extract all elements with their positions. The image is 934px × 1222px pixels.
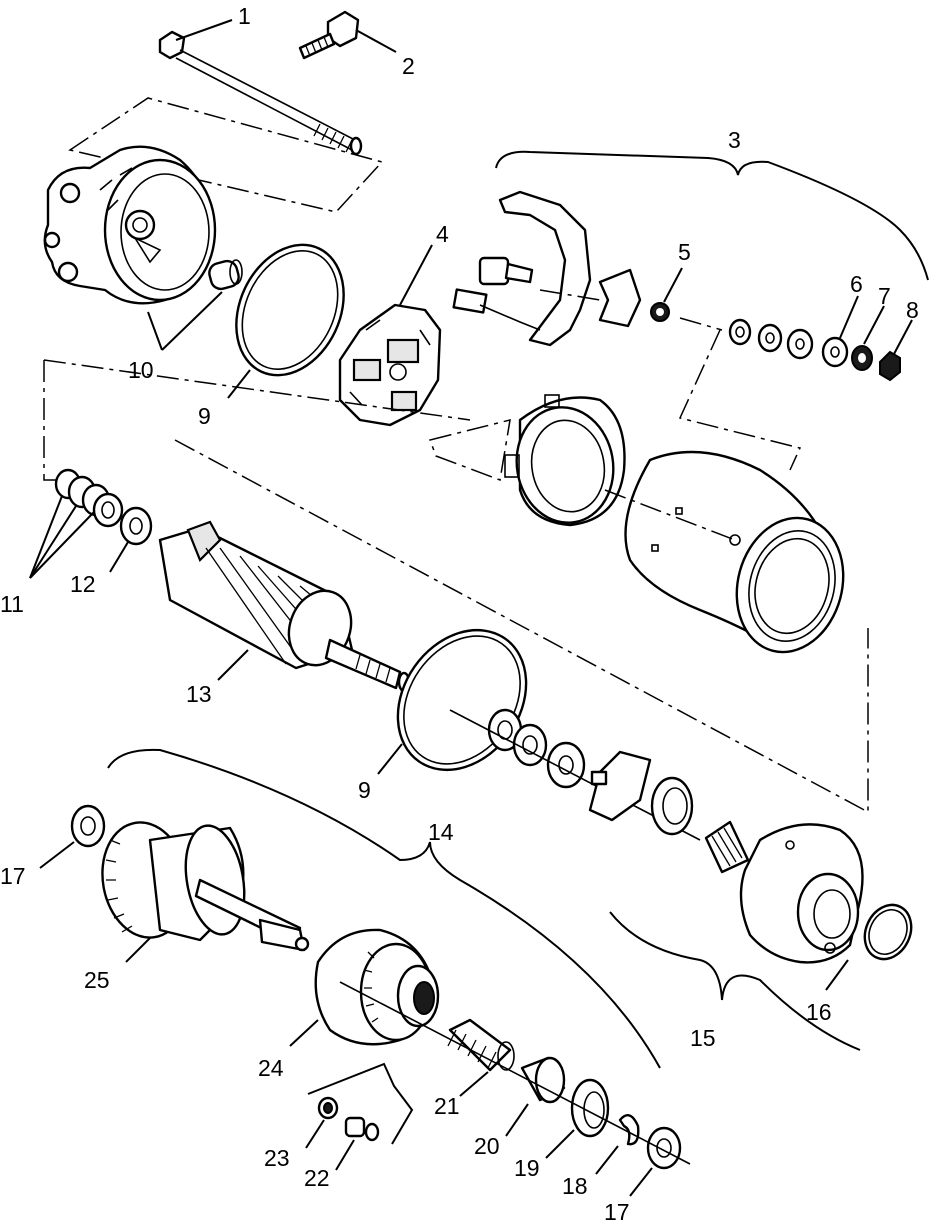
callout-22: 22 (304, 1165, 330, 1191)
part-rear-end-frame (43, 145, 243, 305)
callout-11: 11 (0, 591, 24, 617)
part-spring-21 (447, 1018, 515, 1072)
callout-25: 25 (84, 967, 110, 993)
callout-17-left: 17 (0, 863, 26, 889)
part-through-bolt (158, 30, 363, 156)
part-nut-5 (650, 302, 670, 322)
part-washer-12 (119, 506, 153, 546)
part-thrust-washers (487, 708, 586, 789)
callout-18: 18 (562, 1173, 588, 1199)
part-screw (298, 10, 360, 60)
part-o-ring-lower (396, 628, 528, 772)
callout-20: 20 (474, 1133, 500, 1159)
part-clip-18 (618, 1114, 640, 1146)
part-o-ring-upper (235, 243, 345, 377)
callout-16: 16 (806, 999, 832, 1025)
callout-23: 23 (264, 1145, 290, 1171)
part-pinion-gear-shaft (101, 821, 310, 952)
callout-5: 5 (678, 239, 691, 265)
part-spring-washers (54, 468, 124, 528)
part-overrunning-clutch (314, 928, 440, 1046)
callout-15: 15 (690, 1025, 716, 1051)
callout-3: 3 (728, 127, 741, 153)
part-commutator-end-ring (504, 394, 626, 527)
part-washer-23 (317, 1096, 339, 1120)
callout-10: 10 (128, 357, 154, 383)
part-terminal-bolt (478, 256, 534, 286)
part-ring-19 (570, 1078, 610, 1138)
callout-labels: 1 2 3 4 5 6 7 8 9 10 11 12 13 9 14 15 16… (0, 3, 919, 1222)
callout-9-upper: 9 (198, 403, 211, 429)
callout-6: 6 (850, 271, 863, 297)
part-snap-ring-16 (863, 903, 913, 961)
part-needle-bearing (704, 820, 750, 874)
part-brush-plate (338, 303, 442, 427)
callout-12: 12 (70, 571, 96, 597)
part-washers-row (728, 318, 901, 382)
part-yoke-housing (624, 450, 845, 654)
callout-14: 14 (428, 819, 454, 845)
callout-2: 2 (402, 53, 415, 79)
part-collar-20 (520, 1056, 566, 1104)
part-brush-holder (452, 190, 592, 347)
part-bearing (650, 776, 694, 836)
callout-19: 19 (514, 1155, 540, 1181)
callout-17-right: 17 (604, 1199, 630, 1222)
part-lock-plate (588, 750, 652, 822)
callout-4: 4 (436, 221, 449, 247)
callout-1: 1 (238, 3, 251, 29)
part-brush-clip (598, 268, 642, 328)
part-washer-17-left (70, 804, 106, 848)
part-washer-17-right (646, 1126, 682, 1170)
callout-13: 13 (186, 681, 212, 707)
callout-21: 21 (434, 1093, 460, 1119)
callout-8: 8 (906, 297, 919, 323)
part-pin-22 (344, 1116, 380, 1142)
callout-24: 24 (258, 1055, 284, 1081)
callout-7: 7 (878, 283, 891, 309)
part-armature (158, 520, 411, 693)
callout-9-lower: 9 (358, 777, 371, 803)
part-drive-housing (739, 823, 864, 964)
